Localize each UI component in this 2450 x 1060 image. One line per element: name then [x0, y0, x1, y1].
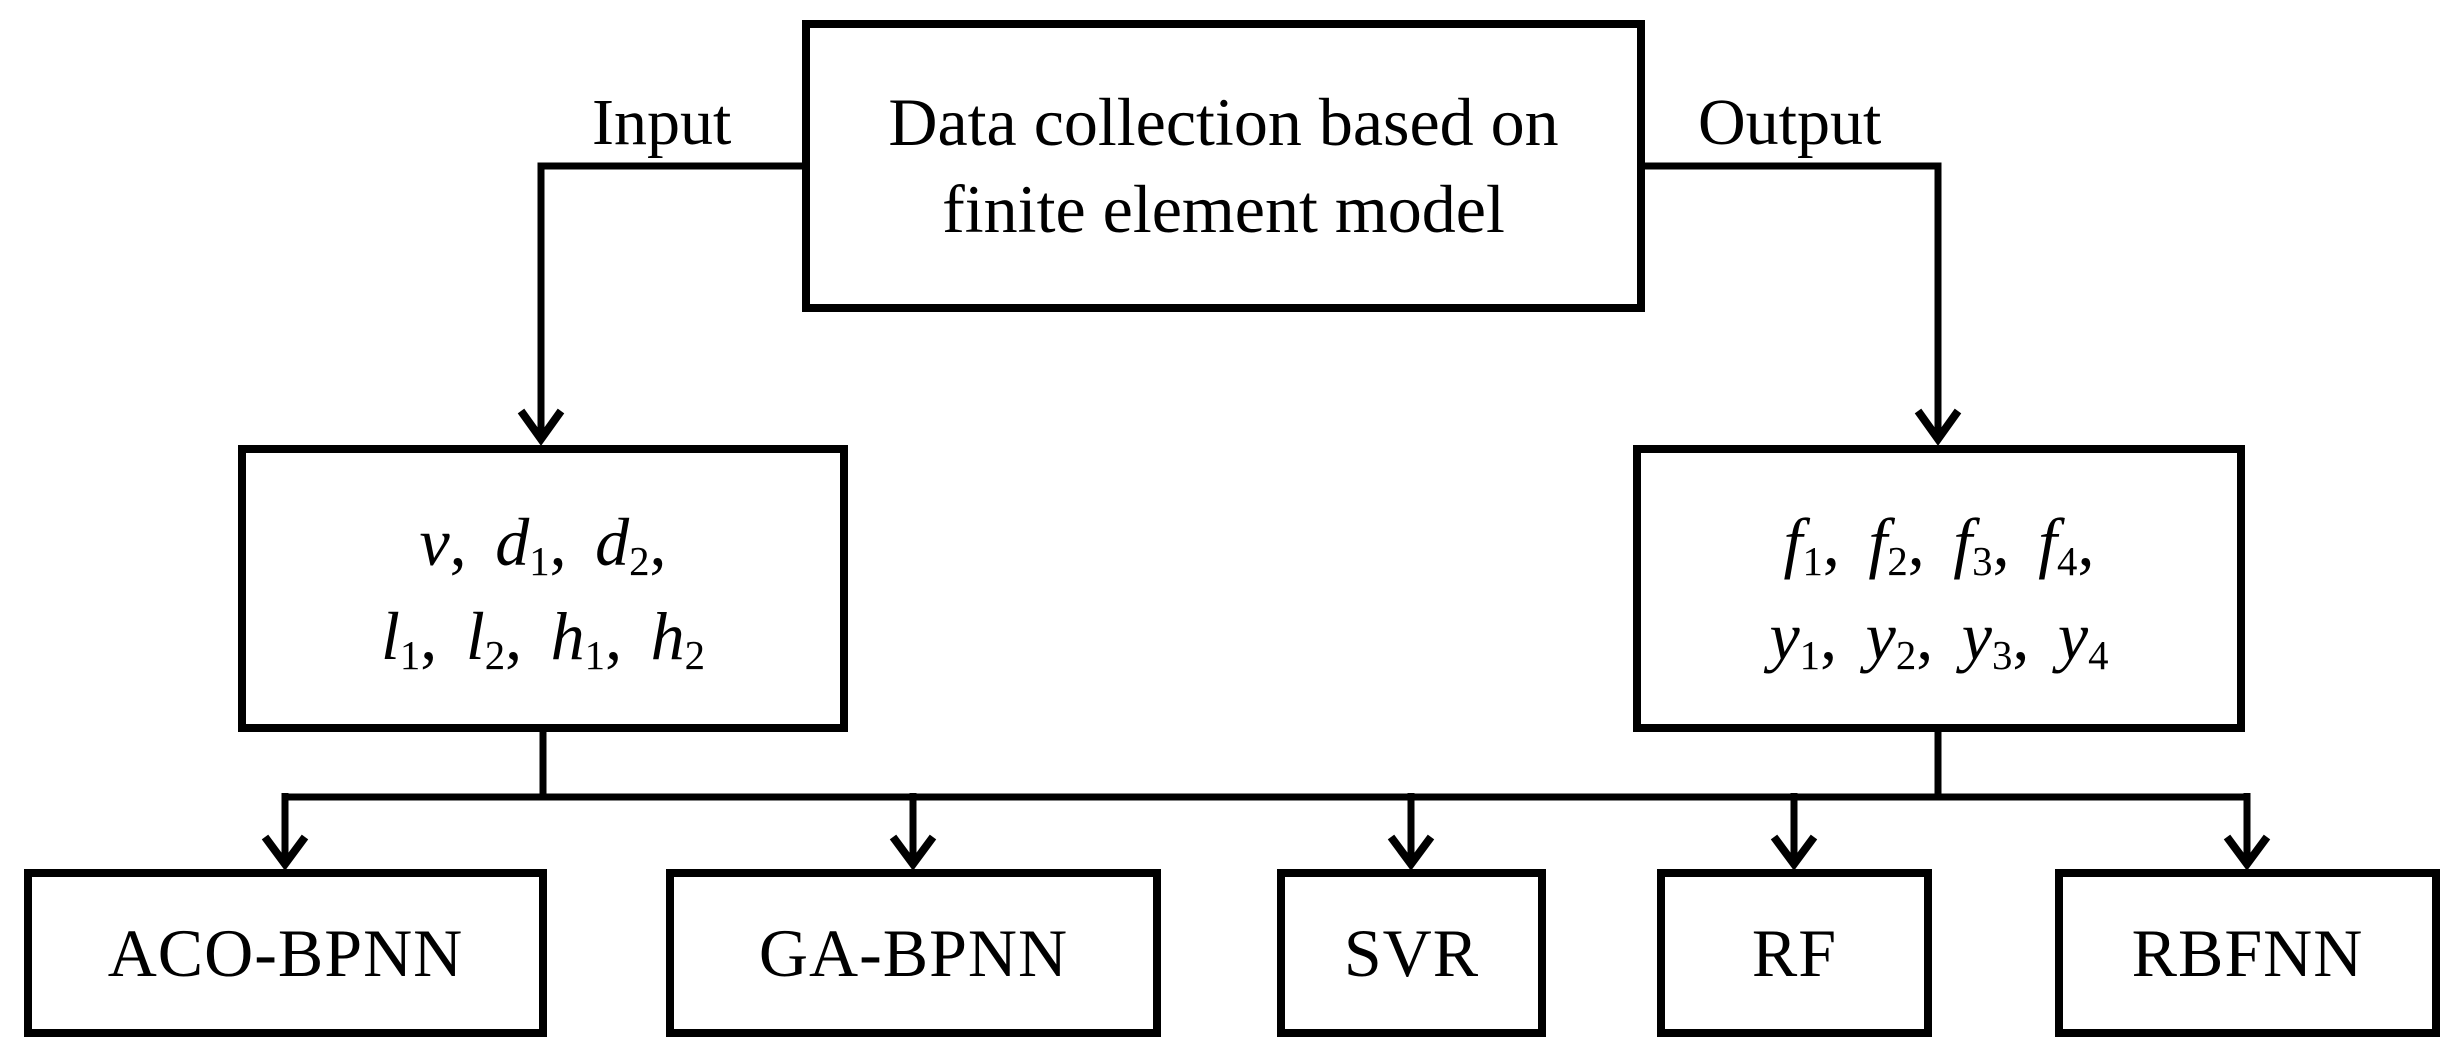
arrow-down-icon [1387, 834, 1435, 871]
arrow-down-icon [1770, 834, 1818, 871]
data-collection-box-line2: finite element model [942, 171, 1505, 247]
model-box-svr: SVR [1277, 869, 1546, 1037]
model-box-rf: RF [1657, 869, 1932, 1037]
output-label: Output [1698, 86, 1882, 159]
data-collection-box: Data collection based on finite element … [802, 20, 1645, 312]
data-collection-box-line1: Data collection based on [888, 84, 1559, 160]
model-box-aco-bpnn: ACO-BPNN [24, 869, 547, 1037]
output-connector [1645, 162, 1942, 436]
output-variables-box: f1,f2,f3,f4,y1,y2,y3,y4 [1633, 445, 2245, 732]
model-box-rbfnn: RBFNN [2055, 869, 2440, 1037]
input-variables-box: v,d1,d2,l1,l2,h1,h2 [238, 445, 848, 732]
arrow-down-icon [889, 834, 937, 871]
input-connector [537, 162, 802, 436]
model-box-ga-bpnn: GA-BPNN [666, 869, 1161, 1037]
arrow-down-icon [1914, 408, 1962, 446]
input-label: Input [592, 86, 732, 159]
arrow-down-icon [261, 834, 309, 871]
arrow-down-icon [517, 408, 565, 446]
arrow-down-icon [2223, 834, 2271, 871]
